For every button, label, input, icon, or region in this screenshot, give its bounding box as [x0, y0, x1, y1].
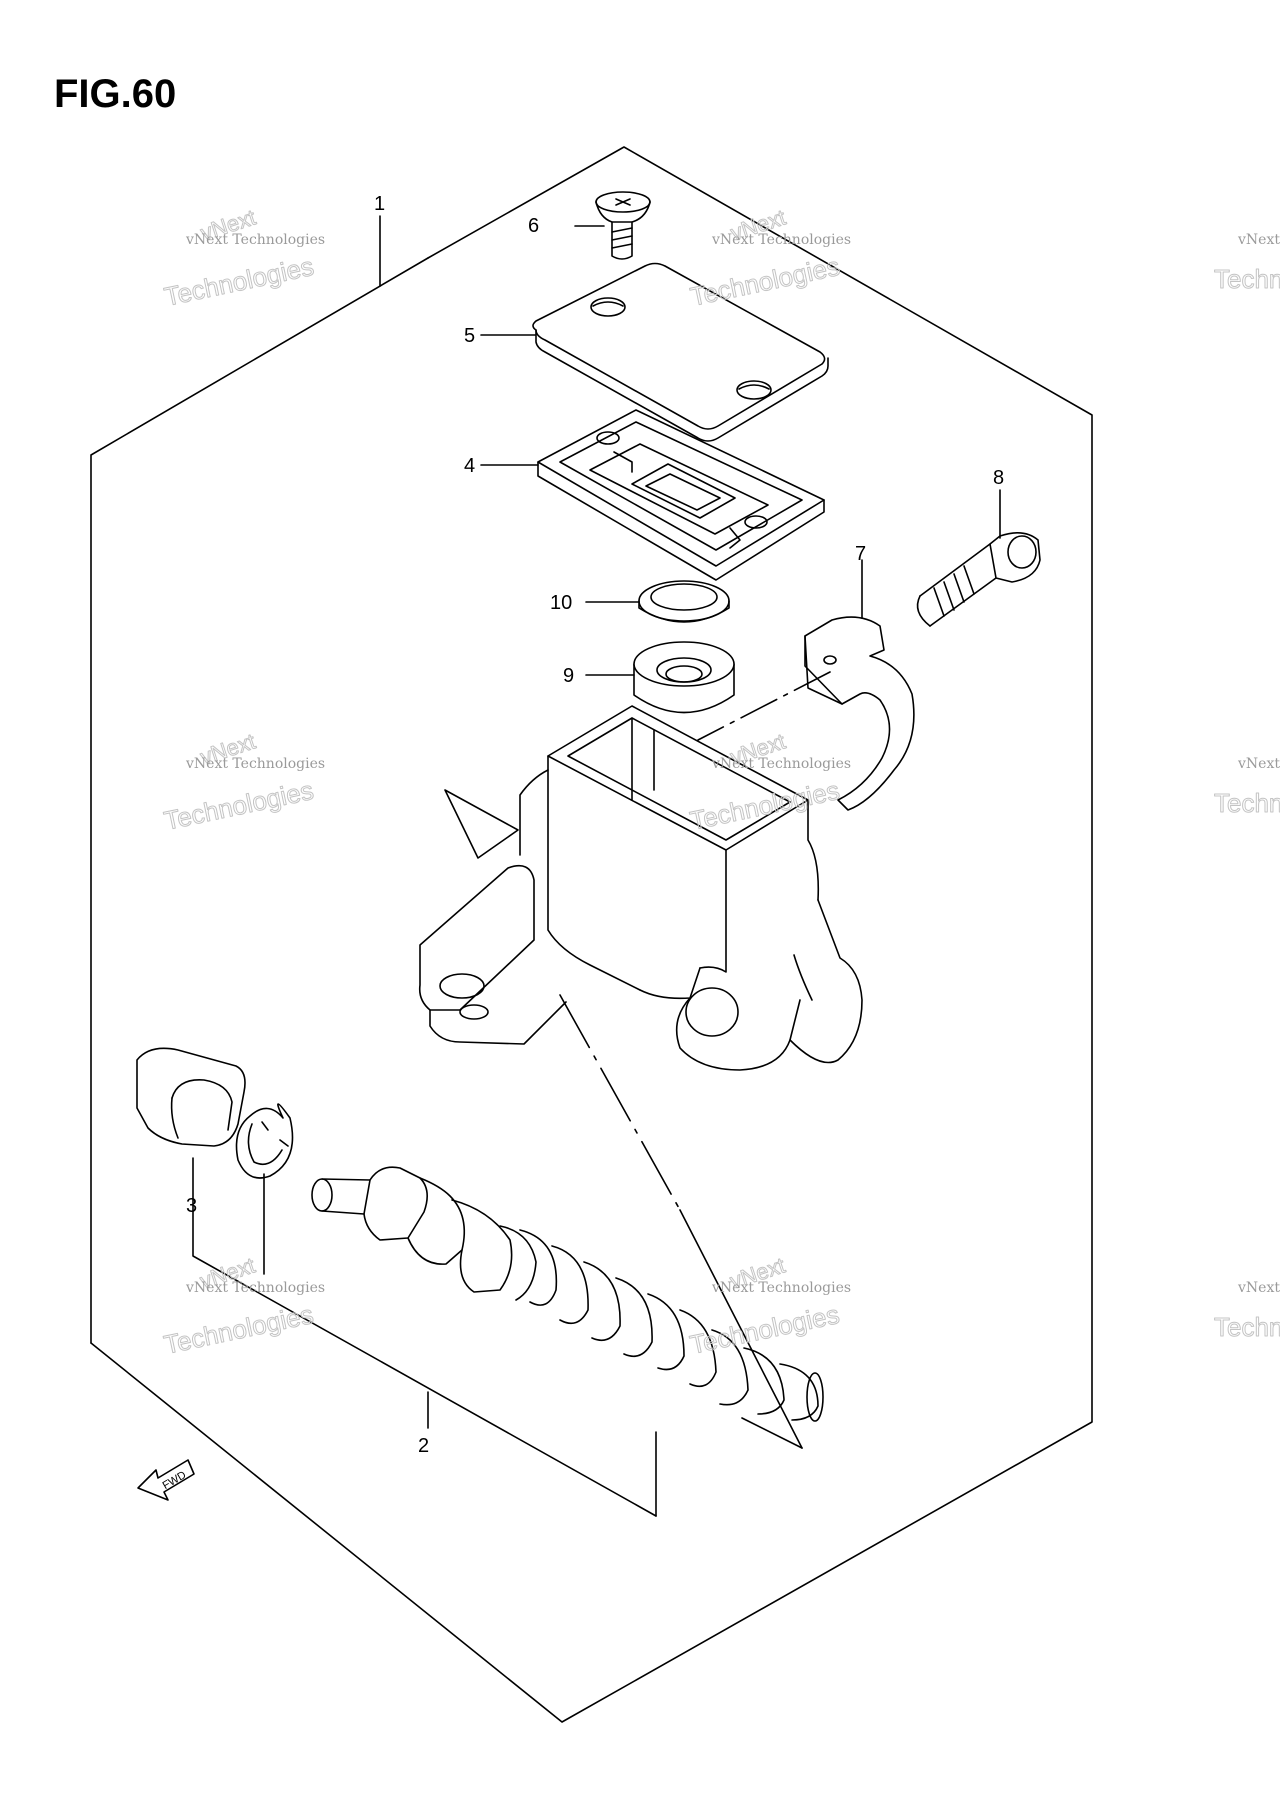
watermark-mr: vNext Technologies Technologies	[1214, 756, 1280, 819]
part-snap-ring	[235, 1103, 294, 1179]
svg-text:vNext Technologies: vNext Technologies	[185, 232, 325, 248]
part-ring	[638, 580, 730, 623]
callout-4: 4	[464, 455, 475, 477]
part-piston-spring	[311, 1166, 824, 1422]
part-master-cylinder-body	[418, 705, 863, 1071]
watermark-tl: vNext vNext Technologies Technologies	[161, 204, 325, 312]
svg-text:Technologies: Technologies	[1214, 1312, 1280, 1342]
svg-text:vNext Technologies: vNext Technologies	[1237, 756, 1280, 772]
callout-2: 2	[418, 1435, 429, 1457]
callout-10: 10	[550, 592, 572, 614]
svg-text:Technologies: Technologies	[688, 251, 843, 312]
svg-text:Technologies: Technologies	[1214, 788, 1280, 818]
svg-text:Technologies: Technologies	[161, 775, 316, 836]
fwd-label: FWD	[161, 1469, 189, 1492]
callout-3: 3	[186, 1195, 197, 1217]
assembly-outline	[90, 257, 429, 1344]
svg-text:Technologies: Technologies	[162, 251, 317, 312]
part-dust-boot	[136, 1047, 246, 1147]
watermark-tm: vNext vNext Technologies Technologies	[687, 204, 851, 312]
fwd-arrow-icon: FWD	[137, 1459, 195, 1501]
part-bolt	[916, 532, 1041, 627]
watermark-bm: vNext vNext Technologies Technologies	[687, 1252, 851, 1360]
svg-text:vNext Technologies: vNext Technologies	[185, 756, 325, 772]
svg-text:vNext Technologies: vNext Technologies	[1237, 232, 1280, 248]
svg-text:vNext Technologies: vNext Technologies	[185, 1280, 325, 1296]
watermark-bl: vNext vNext Technologies Technologies	[161, 1252, 325, 1360]
figure-title: FIG.60	[54, 72, 177, 116]
callout-6: 6	[528, 215, 539, 237]
part-holder-clamp	[804, 616, 915, 811]
callout-5: 5	[464, 325, 475, 347]
svg-text:vNext Technologies: vNext Technologies	[1237, 1280, 1280, 1296]
assembly-outline-top	[90, 146, 1093, 1723]
watermark-ml: vNext vNext Technologies Technologies	[161, 728, 325, 836]
axis-line-bore	[559, 994, 681, 1211]
part-diaphragm-plate	[537, 409, 825, 581]
part-cup	[633, 641, 735, 714]
callout-8: 8	[993, 467, 1004, 489]
axis-line-clamp	[697, 671, 831, 741]
svg-text:Technologies: Technologies	[161, 1299, 316, 1360]
watermark-br: vNext Technologies Technologies	[1214, 1280, 1280, 1343]
part-screw	[595, 191, 651, 260]
svg-text:Technologies: Technologies	[1214, 264, 1280, 294]
svg-text:vNext Technologies: vNext Technologies	[711, 756, 851, 772]
callout-9: 9	[563, 665, 574, 687]
axis-line-bore-3	[741, 1417, 803, 1449]
svg-text:vNext Technologies: vNext Technologies	[711, 232, 851, 248]
callout-1: 1	[374, 193, 385, 215]
watermark-tr: vNext Technologies Technologies	[1214, 232, 1280, 295]
axis-line-bore-2	[679, 1209, 803, 1449]
bracket-3	[192, 1157, 657, 1517]
callout-7: 7	[855, 543, 866, 565]
svg-text:vNext Technologies: vNext Technologies	[711, 1280, 851, 1296]
part-reservoir-cap	[532, 262, 829, 442]
svg-text:Technologies: Technologies	[687, 1299, 842, 1360]
